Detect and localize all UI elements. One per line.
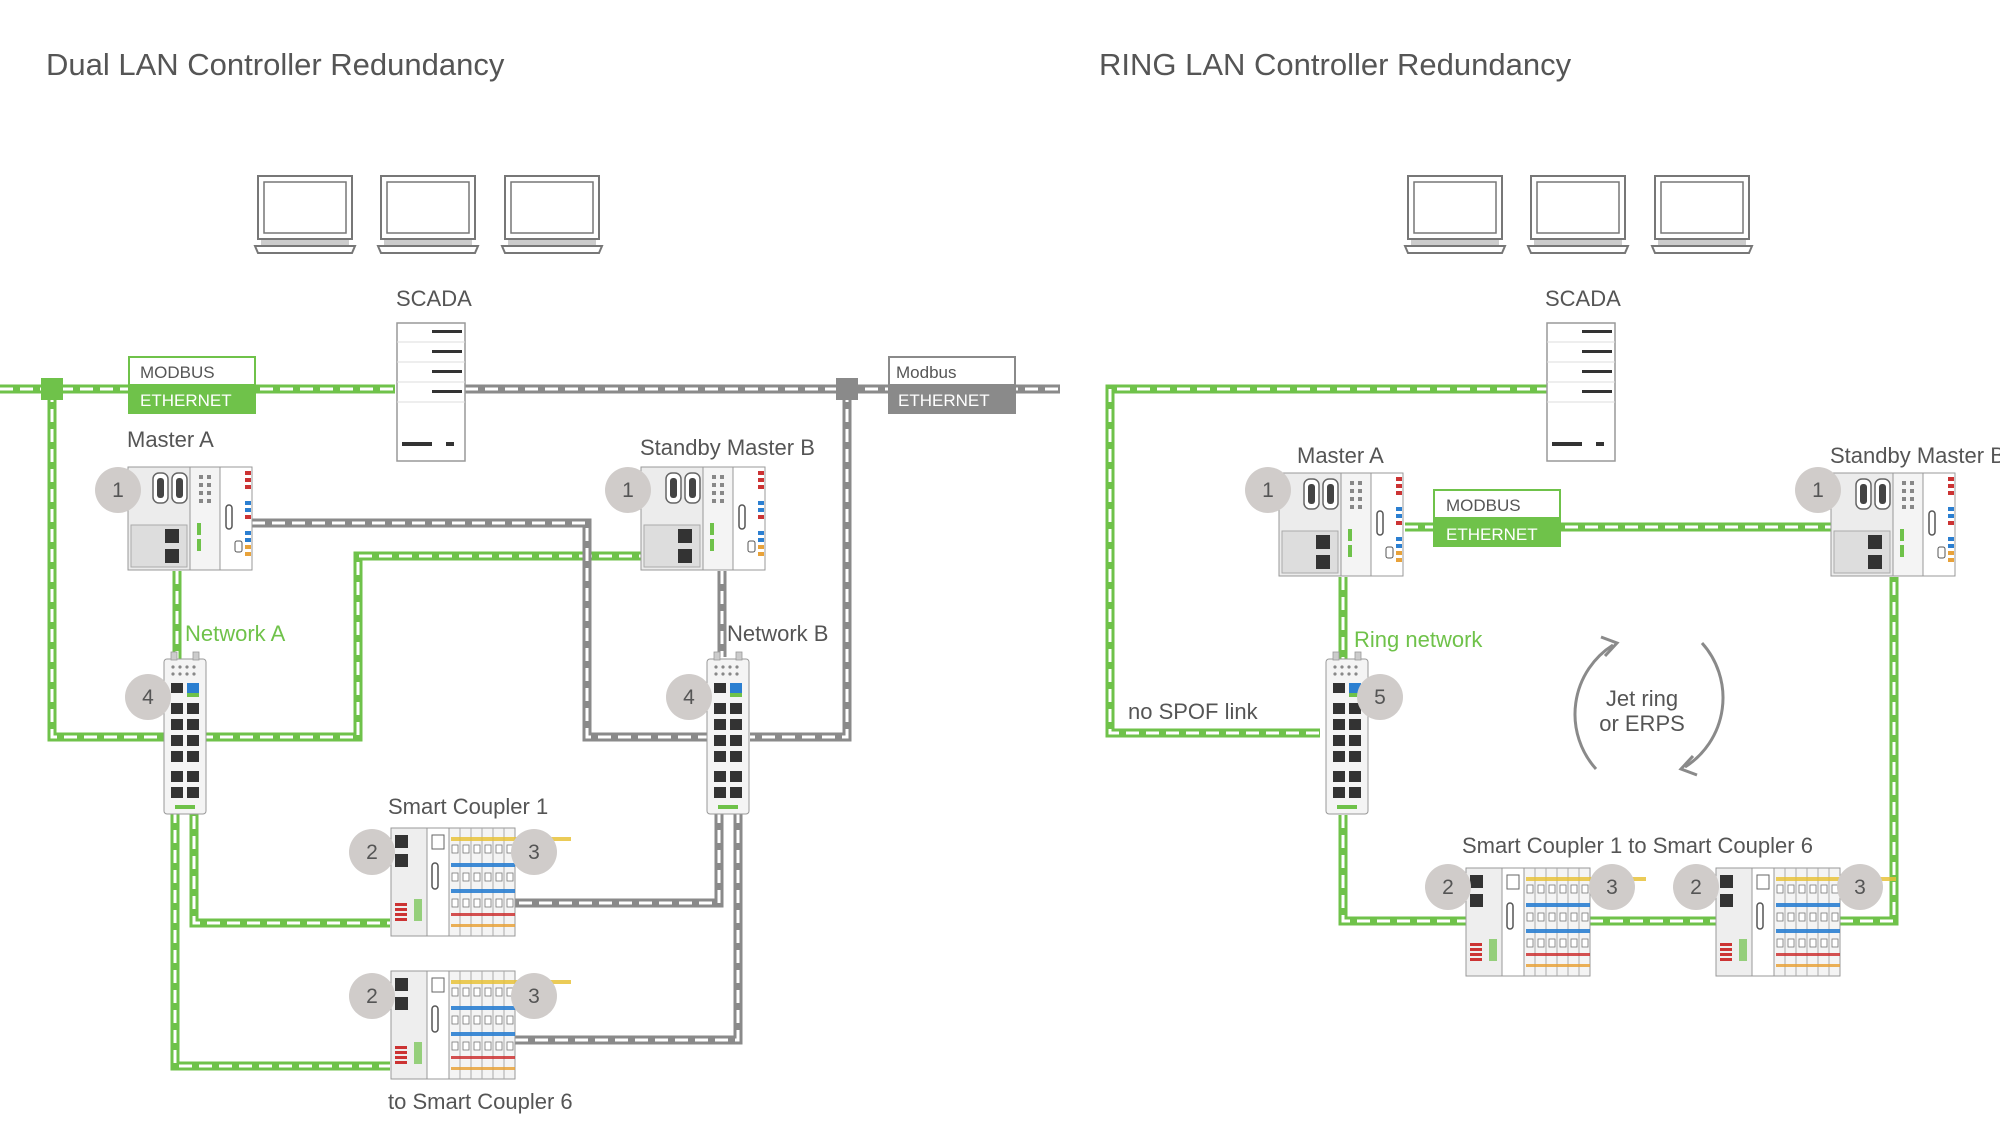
badge: 1 xyxy=(1795,467,1841,513)
svg-text:2: 2 xyxy=(1690,876,1702,899)
badge: 2 xyxy=(1673,864,1719,910)
badge: 5 xyxy=(1357,674,1403,720)
badge: 3 xyxy=(1589,864,1635,910)
right-ring-network-label: Ring network xyxy=(1354,627,1483,652)
right-network-links xyxy=(1105,384,1899,926)
svg-text:1: 1 xyxy=(112,479,124,502)
left-title: Dual LAN Controller Redundancy xyxy=(46,47,505,82)
plc-controller-icon xyxy=(640,466,766,571)
svg-text:5: 5 xyxy=(1374,686,1386,709)
left-master-a-label: Master A xyxy=(127,427,214,452)
left-coupler-6-label: to Smart Coupler 6 xyxy=(388,1089,573,1114)
right-title: RING LAN Controller Redundancy xyxy=(1099,47,1572,82)
svg-text:4: 4 xyxy=(142,686,154,709)
badge: 3 xyxy=(1837,864,1883,910)
scada-server-icon xyxy=(396,322,466,462)
svg-text:2: 2 xyxy=(1442,876,1454,899)
right-no-spof-label: no SPOF link xyxy=(1128,699,1259,724)
left-protocol-box-green: MODBUS ETHERNET xyxy=(128,356,256,414)
laptop-icon xyxy=(1527,175,1629,254)
left-network-a-label: Network A xyxy=(185,621,286,646)
badge: 1 xyxy=(95,467,141,513)
svg-text:3: 3 xyxy=(1606,876,1618,899)
laptop-icon xyxy=(254,175,356,254)
left-proto-green-top: MODBUS xyxy=(140,363,215,382)
right-scada-label: SCADA xyxy=(1545,286,1621,311)
badge: 4 xyxy=(666,674,712,720)
badge: 3 xyxy=(511,829,557,875)
left-scada-laptops xyxy=(254,175,603,254)
svg-text:2: 2 xyxy=(366,985,378,1008)
svg-text:3: 3 xyxy=(528,985,540,1008)
left-standby-label: Standby Master B xyxy=(640,435,815,460)
svg-text:1: 1 xyxy=(1812,479,1824,502)
right-proto-bottom: ETHERNET xyxy=(1446,525,1538,544)
left-proto-gray-top: Modbus xyxy=(896,363,956,382)
plc-controller-icon xyxy=(127,466,253,571)
right-jet-ring-line1: Jet ring xyxy=(1606,686,1678,711)
right-badges: 1 1 5 2 3 2 3 xyxy=(1245,467,1883,910)
svg-text:1: 1 xyxy=(622,479,634,502)
cycle-arrows-icon xyxy=(1573,635,1725,777)
right-jet-ring-line2: or ERPS xyxy=(1599,711,1685,736)
left-scada-label: SCADA xyxy=(396,286,472,311)
junction-gray xyxy=(836,378,858,400)
badge: 2 xyxy=(349,973,395,1019)
ethernet-switch-icon xyxy=(1325,651,1369,815)
plc-controller-icon xyxy=(1830,472,1956,577)
right-proto-top: MODBUS xyxy=(1446,496,1521,515)
right-master-a-label: Master A xyxy=(1297,443,1384,468)
junction-green xyxy=(41,378,63,400)
left-proto-green-bottom: ETHERNET xyxy=(140,391,232,410)
svg-text:2: 2 xyxy=(366,841,378,864)
badge: 4 xyxy=(125,674,171,720)
svg-text:1: 1 xyxy=(1262,479,1274,502)
badge: 3 xyxy=(511,973,557,1019)
laptop-icon xyxy=(1404,175,1506,254)
svg-text:3: 3 xyxy=(528,841,540,864)
left-badges: 1 1 4 4 2 3 2 3 xyxy=(95,467,712,1019)
left-protocol-box-gray: Modbus ETHERNET xyxy=(888,356,1016,414)
right-protocol-box: MODBUS ETHERNET xyxy=(1433,489,1561,547)
right-standby-label: Standby Master B xyxy=(1830,443,2000,468)
link-green-switch-standby xyxy=(200,551,641,742)
svg-text:4: 4 xyxy=(683,686,695,709)
badge: 2 xyxy=(1425,864,1471,910)
ethernet-switch-icon xyxy=(706,651,750,815)
laptop-icon xyxy=(377,175,479,254)
plc-controller-icon xyxy=(1278,472,1404,577)
right-scada-laptops xyxy=(1404,175,1753,254)
left-network-links xyxy=(0,378,1060,1071)
scada-server-icon xyxy=(1546,322,1616,462)
left-network-b-label: Network B xyxy=(727,621,828,646)
badge: 2 xyxy=(349,829,395,875)
laptop-icon xyxy=(501,175,603,254)
badge: 1 xyxy=(1245,467,1291,513)
link-ring-switch-couplers xyxy=(1338,815,1485,926)
ethernet-switch-icon xyxy=(163,651,207,815)
left-coupler-1-label: Smart Coupler 1 xyxy=(388,794,548,819)
svg-text:3: 3 xyxy=(1854,876,1866,899)
left-proto-gray-bottom: ETHERNET xyxy=(898,391,990,410)
laptop-icon xyxy=(1651,175,1753,254)
badge: 1 xyxy=(605,467,651,513)
right-couplers-label: Smart Coupler 1 to Smart Coupler 6 xyxy=(1462,833,1813,858)
